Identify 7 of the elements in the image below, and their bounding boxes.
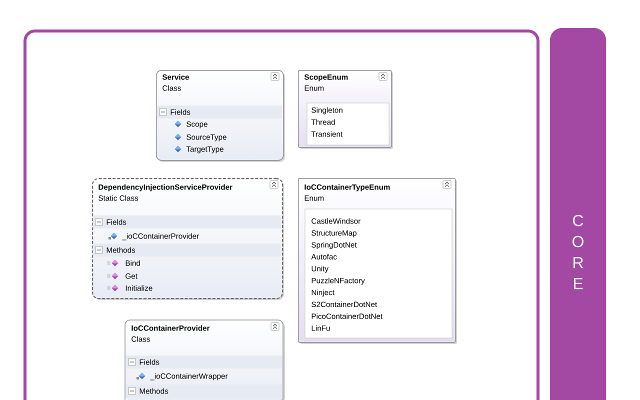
enum-box: [298, 70, 393, 149]
class-box: [156, 70, 285, 162]
side-band: C O R E: [550, 28, 606, 400]
enum-box: [298, 178, 457, 344]
class-box: [124, 320, 285, 400]
class-box: [92, 178, 284, 300]
panel: [24, 30, 540, 400]
